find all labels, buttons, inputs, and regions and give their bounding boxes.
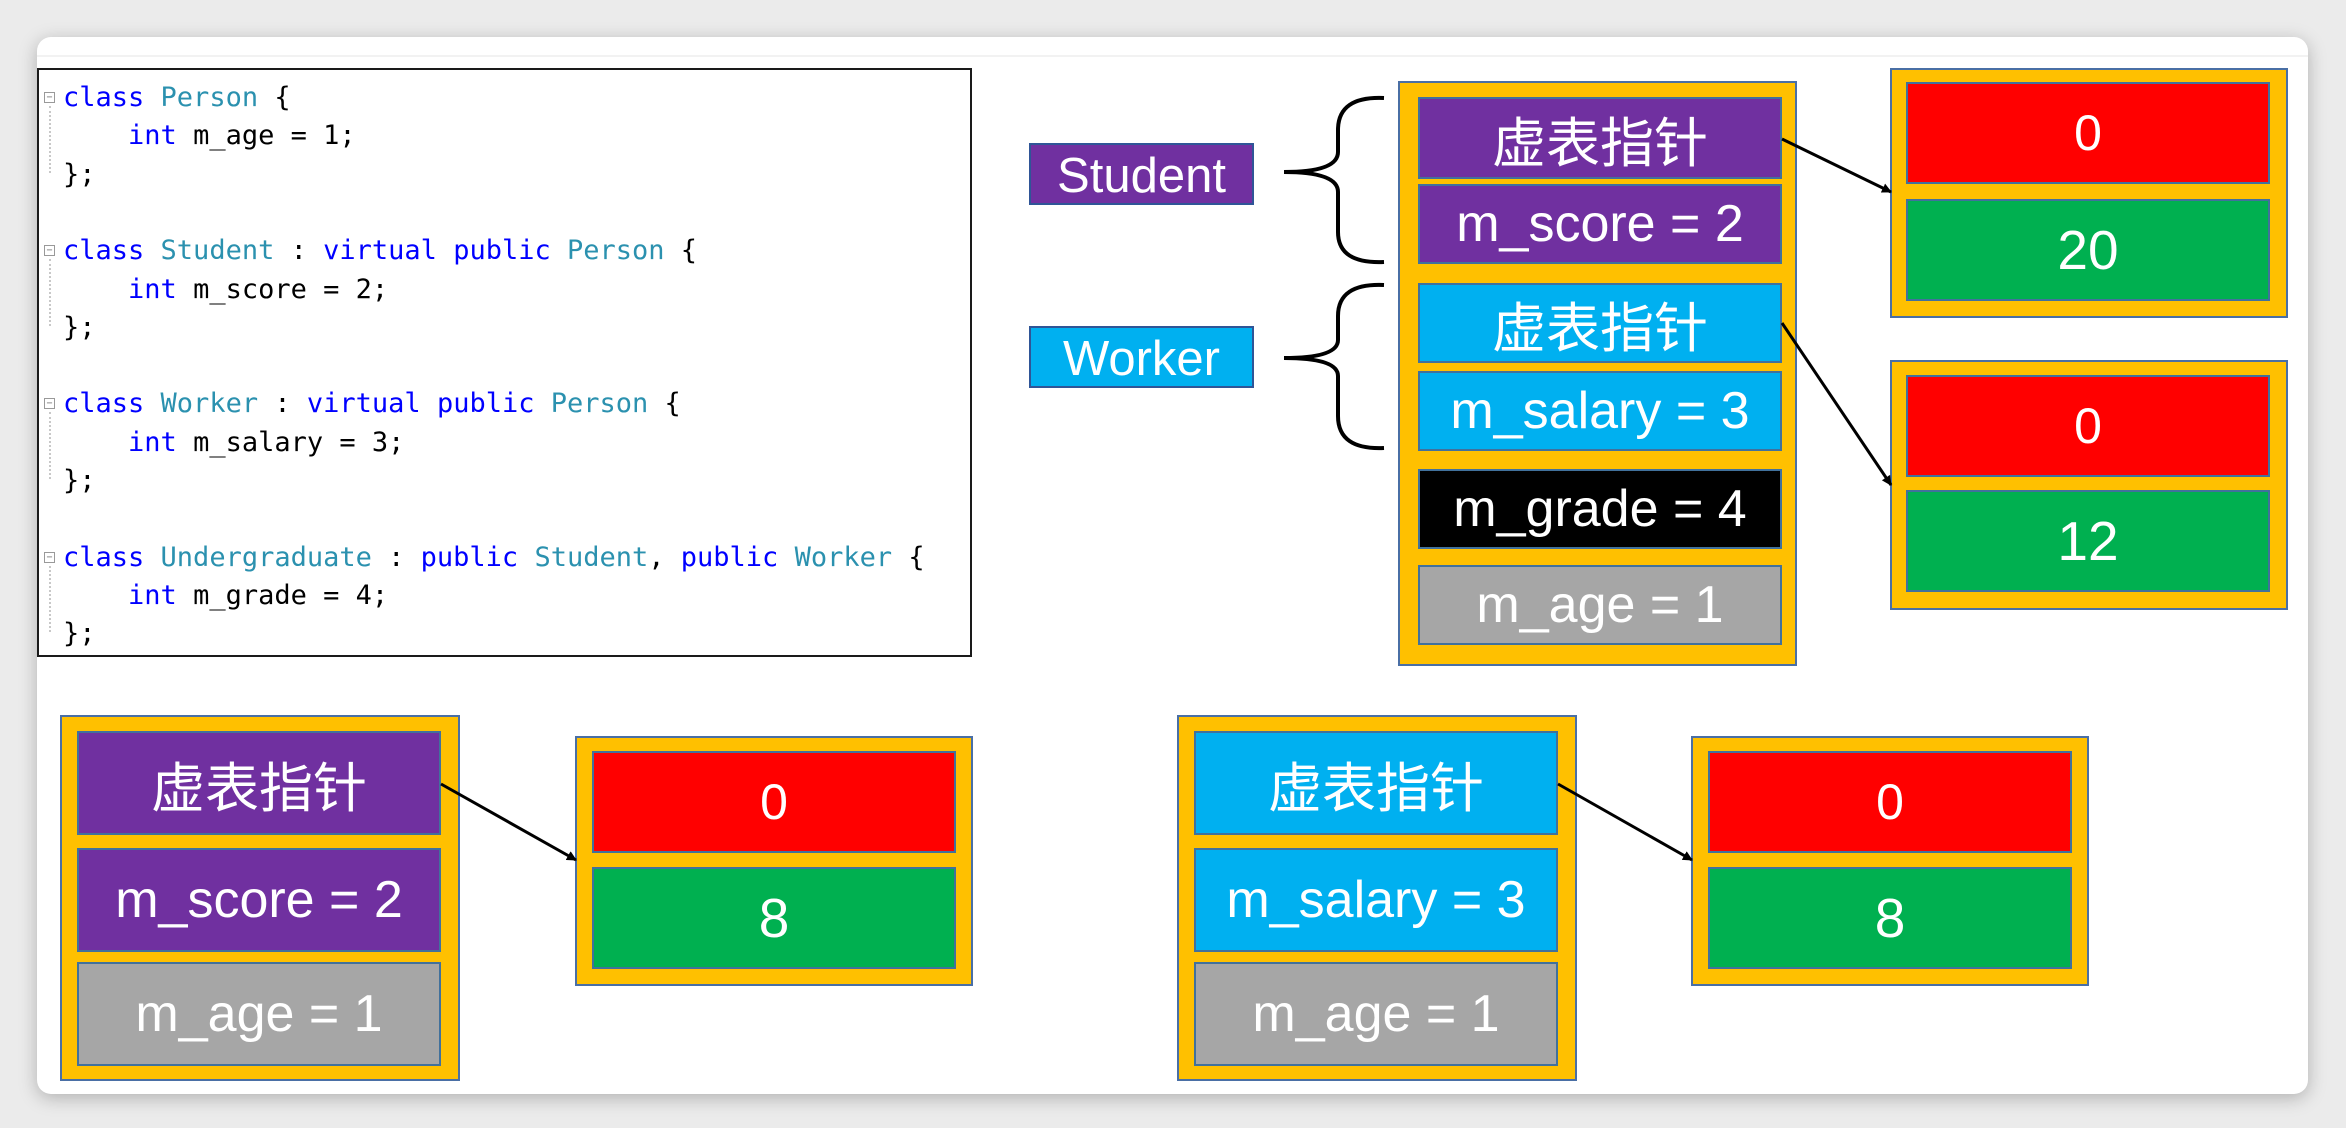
code-token: class: [63, 235, 145, 267]
worker-brace: [1283, 282, 1385, 451]
code-token: int: [128, 273, 177, 305]
code-token: Worker: [794, 541, 893, 573]
collapse-toggle-icon[interactable]: −: [44, 551, 55, 563]
grade-cell: m_grade = 4: [1418, 469, 1782, 549]
worker-vbtable-offset: 12: [1906, 490, 2270, 592]
code-token: int: [128, 579, 177, 611]
worker-obj-vbtable-top: 0: [1708, 751, 2072, 853]
code-line: int m_age = 1;: [63, 120, 356, 152]
student-obj-vptr-cell: 虚表指针: [77, 731, 441, 835]
student-vbtable-top: 0: [1906, 82, 2270, 184]
code-line: };: [63, 465, 96, 497]
code-token: };: [63, 618, 96, 650]
code-line: class Student : virtual public Person {: [63, 235, 697, 267]
student-obj-age-cell: m_age = 1: [77, 962, 441, 1066]
code-token: Student: [160, 235, 275, 267]
student-label: Student: [1029, 143, 1254, 205]
fold-guide: [49, 106, 52, 173]
collapse-toggle-icon[interactable]: −: [44, 92, 55, 103]
worker-vptr-cell: 虚表指针: [1418, 283, 1782, 363]
code-token: m_grade = 4;: [176, 579, 389, 611]
code-token: :: [258, 388, 307, 420]
code-token: };: [63, 158, 96, 190]
top-divider: [37, 55, 2308, 57]
code-line: };: [63, 618, 96, 650]
code-token: {: [648, 388, 681, 420]
fold-guide: [49, 412, 52, 479]
code-token: :: [274, 235, 324, 267]
code-token: Worker: [160, 388, 259, 420]
code-line: class Undergraduate : public Student, pu…: [63, 542, 925, 574]
code-token: public: [453, 235, 551, 267]
code-token: int: [128, 426, 177, 458]
code-token: public: [420, 541, 519, 573]
code-token: {: [664, 235, 698, 267]
collapse-toggle-icon[interactable]: −: [44, 398, 55, 410]
student-vbtable-offset: 20: [1906, 199, 2270, 301]
worker-obj-vbtable-offset: 8: [1708, 867, 2072, 969]
code-line: class Person {: [63, 82, 291, 114]
fold-guide: [49, 259, 52, 326]
code-token: public: [436, 388, 535, 420]
code-token: m_age = 1;: [176, 120, 356, 152]
worker-vbtable-top: 0: [1906, 375, 2270, 477]
code-token: class: [63, 388, 145, 420]
student-obj-vbtable-top: 0: [592, 751, 956, 853]
worker-vptr-arrow: [1780, 322, 1893, 486]
worker-label: Worker: [1029, 326, 1254, 388]
code-panel: class Person {− int m_age = 1;};class St…: [37, 68, 972, 657]
code-token: };: [63, 465, 96, 496]
collapse-toggle-icon[interactable]: −: [44, 245, 55, 257]
code-token: {: [258, 82, 291, 113]
code-token: virtual: [306, 388, 421, 420]
code-token: public: [680, 541, 779, 573]
worker-obj-age-cell: m_age = 1: [1194, 962, 1558, 1066]
student-vptr-cell: 虚表指针: [1418, 97, 1782, 179]
fold-guide: [49, 565, 52, 633]
code-token: Person: [550, 388, 649, 420]
code-token: int: [128, 120, 177, 152]
code-token: {: [892, 541, 925, 573]
code-token: m_score = 2;: [176, 273, 389, 305]
code-line: int m_grade = 4;: [63, 580, 388, 612]
student-brace: [1283, 95, 1385, 265]
worker-obj-salary-cell: m_salary = 3: [1194, 848, 1558, 952]
code-token: virtual: [323, 235, 437, 267]
age-cell: m_age = 1: [1418, 565, 1782, 645]
score-cell: m_score = 2: [1418, 184, 1782, 264]
code-token: class: [63, 541, 145, 573]
student-obj-vbtable-offset: 8: [592, 867, 956, 969]
code-token: Student: [534, 541, 649, 573]
student-obj-score-cell: m_score = 2: [77, 848, 441, 952]
code-token: m_salary = 3;: [176, 426, 405, 458]
code-line: };: [63, 312, 96, 344]
code-line: int m_salary = 3;: [63, 427, 404, 459]
worker-obj-vptr-arrow: [1557, 782, 1693, 862]
code-line: };: [63, 159, 96, 191]
student-vptr-arrow: [1781, 137, 1892, 194]
code-line: class Worker : virtual public Person {: [63, 388, 681, 420]
worker-obj-vptr-cell: 虚表指针: [1194, 731, 1558, 835]
code-line: int m_score = 2;: [63, 274, 388, 306]
code-token: Person: [160, 82, 259, 113]
salary-cell: m_salary = 3: [1418, 371, 1782, 451]
code-token: Undergraduate: [160, 541, 372, 573]
code-token: class: [63, 82, 145, 113]
code-token: ,: [648, 541, 681, 573]
code-token: };: [63, 311, 96, 343]
code-token: Person: [567, 235, 665, 267]
student-obj-vptr-arrow: [440, 782, 577, 862]
code-token: :: [371, 541, 421, 573]
